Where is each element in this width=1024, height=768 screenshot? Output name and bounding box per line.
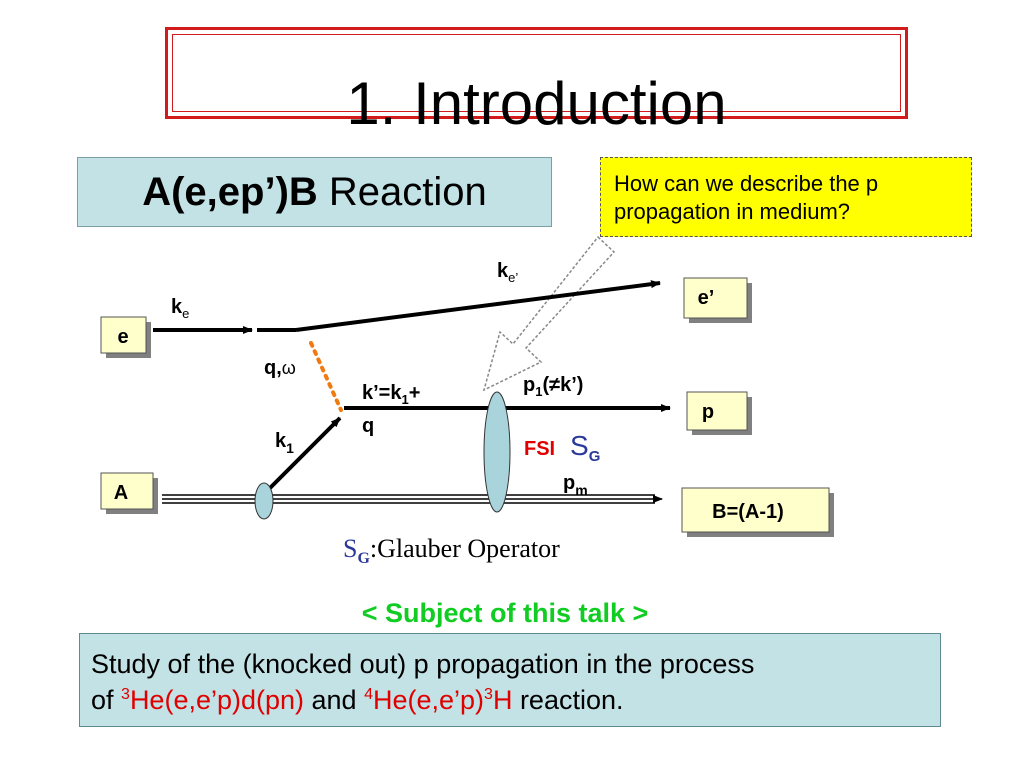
glauber-caption: SG:Glauber Operator bbox=[343, 534, 560, 567]
study-summary: Study of the (knocked out) p propagation… bbox=[79, 633, 941, 727]
k1-line bbox=[262, 416, 342, 496]
box-p-label: p bbox=[702, 401, 714, 423]
box-e-prime: e’ bbox=[683, 277, 752, 323]
virtual-photon-line bbox=[309, 341, 343, 412]
outgoing-electron-line bbox=[295, 280, 661, 332]
box-B-label: B=(A-1) bbox=[712, 501, 784, 523]
question-line-1: How can we describe the p bbox=[614, 171, 879, 196]
box-e-prime-label: e’ bbox=[698, 287, 715, 309]
question-callout: How can we describe the p propagation in… bbox=[600, 157, 972, 237]
label-sg: SG bbox=[570, 430, 600, 465]
label-q-omega: q,ω bbox=[264, 357, 296, 379]
target-nucleon-ellipse bbox=[254, 482, 274, 520]
label-pm: pm bbox=[563, 472, 588, 498]
title-frame: 1. Introduction bbox=[165, 27, 908, 134]
reaction-formula: A(e,ep’)B bbox=[142, 169, 318, 214]
reaction-heading: A(e,ep’)B Reaction bbox=[77, 157, 552, 227]
page-title: 1. Introduction bbox=[346, 70, 727, 137]
subject-heading: < Subject of this talk > bbox=[361, 598, 649, 628]
study-line-1: Study of the (knocked out) p propagation… bbox=[91, 649, 755, 679]
box-B: B=(A-1) bbox=[681, 487, 834, 537]
title-inner-frame bbox=[172, 34, 901, 112]
label-k1: k1 bbox=[275, 430, 294, 456]
box-e: e bbox=[100, 316, 151, 358]
label-k: ke bbox=[171, 296, 189, 321]
label-k-prime-q: q bbox=[362, 415, 374, 437]
label-p1: p1(≠k’) bbox=[523, 374, 583, 399]
reaction-word: Reaction bbox=[317, 169, 487, 214]
box-e-label: e bbox=[117, 326, 128, 348]
box-A: A bbox=[100, 472, 158, 514]
callout-arrow bbox=[482, 235, 616, 392]
label-k-prime: ke’ bbox=[497, 260, 518, 285]
question-line-2: propagation in medium? bbox=[614, 199, 851, 224]
fsi-ellipse bbox=[483, 391, 511, 513]
box-A-label: A bbox=[114, 482, 128, 504]
label-fsi: FSI bbox=[524, 438, 555, 460]
box-p: p bbox=[686, 391, 752, 435]
study-line-2: of 3He(e,e’p)d(pn) and 4He(e,e’p)3H reac… bbox=[91, 685, 624, 715]
label-k-prime-eq: k’=k1+ bbox=[362, 382, 420, 407]
